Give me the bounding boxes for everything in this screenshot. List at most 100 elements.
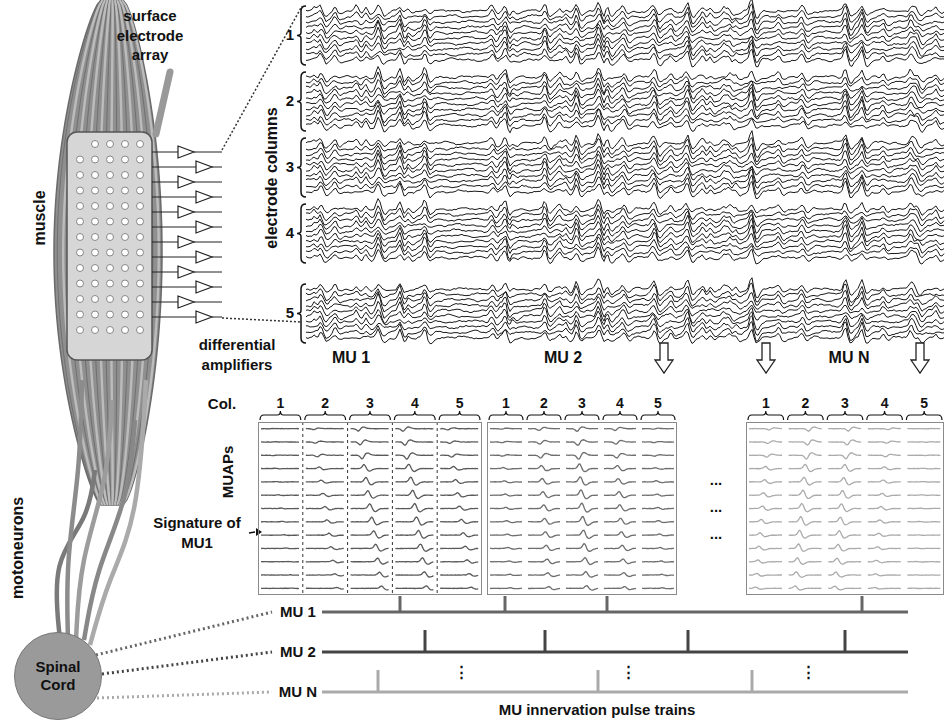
muap-waveform (528, 545, 560, 550)
muap-waveform (261, 441, 299, 443)
electrode (107, 141, 114, 148)
column-number: 4 (881, 394, 889, 412)
electrode (137, 156, 144, 163)
muap-waveform (642, 507, 674, 509)
muap-panel: MU N (746, 422, 944, 595)
column-brace (489, 411, 523, 420)
electrode (122, 280, 129, 287)
muap-waveform (261, 494, 299, 496)
ellipsis: ... (710, 470, 723, 490)
amplifier-wire (152, 257, 196, 258)
muap-waveform (490, 481, 522, 483)
electrode (92, 203, 99, 210)
muap-waveform (395, 453, 433, 459)
muap-waveform (789, 572, 822, 577)
muap-waveform (351, 504, 389, 512)
muap-waveform (395, 440, 433, 445)
pulse-train-line (322, 611, 908, 614)
muap-waveform (395, 572, 433, 577)
muap-waveform (440, 454, 478, 457)
muap-waveform (306, 428, 344, 430)
muap-waveform (351, 491, 389, 498)
muap-waveform (351, 440, 389, 445)
amplifier-wire (152, 152, 178, 153)
muap-waveform (395, 427, 433, 431)
muap-waveform (566, 440, 598, 446)
muap-waveform (642, 442, 674, 443)
muap-waveform (566, 572, 598, 578)
emg-trace (306, 237, 944, 253)
amplifier-wire (194, 152, 222, 153)
muap-waveform (604, 441, 636, 445)
electrode (92, 265, 99, 272)
ellipsis: ⋮ (454, 662, 469, 682)
muap-waveform (907, 441, 940, 443)
muap-waveform (440, 441, 478, 444)
amplifier-symbol (196, 221, 212, 233)
electrode (137, 265, 144, 272)
electrode (107, 234, 114, 241)
column-number: 4 (286, 223, 294, 243)
column-brace (565, 411, 599, 420)
muap-waveform (828, 586, 861, 590)
column-divider (302, 422, 303, 595)
muap-waveform (351, 544, 389, 551)
muap-waveform (604, 454, 636, 458)
electrode (107, 311, 114, 318)
axon-dotted-line (102, 652, 272, 674)
muap-waveform (604, 573, 636, 577)
column-number: 1 (286, 25, 294, 45)
muap-waveform (868, 467, 901, 470)
amplifier-symbol (196, 311, 212, 323)
muap-waveform (828, 427, 861, 431)
muap-waveform (566, 477, 598, 485)
muap-waveform (261, 428, 299, 430)
amplifier-symbol (178, 296, 194, 308)
amplifier-wire (194, 212, 222, 213)
amplifier-symbol (178, 266, 194, 278)
group-brace (297, 284, 306, 343)
muap-waveform (490, 494, 522, 496)
muap-waveform (749, 519, 782, 523)
electrode (77, 327, 84, 334)
muap-waveform (789, 504, 822, 512)
muap-waveform (440, 587, 478, 589)
muap-waveform (749, 466, 782, 470)
muap-waveform (604, 532, 636, 537)
electrode (122, 296, 129, 303)
muap-waveform (566, 427, 598, 431)
electrode (77, 265, 84, 272)
muap-waveform (868, 428, 901, 430)
amplifier-wire (152, 212, 178, 213)
muap-waveform (749, 533, 782, 537)
muap-waveform (828, 491, 861, 499)
muap-waveform (868, 560, 901, 563)
electrode-array (67, 132, 152, 360)
amplifier-symbol (196, 161, 212, 173)
electrode (122, 203, 129, 210)
muap-waveform (395, 517, 433, 525)
part-label: differential amplifiers (191, 335, 283, 374)
muap-waveform (789, 440, 822, 445)
axon-dotted-line (96, 612, 272, 655)
muap-waveform (907, 507, 940, 509)
muap-waveform (907, 587, 940, 589)
muap-waveform (642, 588, 674, 589)
electrode (137, 218, 144, 225)
motoneuron (90, 380, 146, 645)
down-arrow (757, 343, 775, 373)
muap-waveform (828, 544, 861, 551)
column-brace (867, 411, 903, 420)
column-number: 4 (411, 394, 419, 412)
node-label: Spinal Cord (23, 658, 93, 694)
electrode (77, 311, 84, 318)
amplifier-wire (194, 182, 222, 183)
muap-waveform (351, 465, 389, 472)
muap-waveform (907, 534, 940, 536)
panel-title: MU 2 (544, 348, 582, 367)
column-brace (641, 411, 675, 420)
muap-waveform (261, 481, 299, 483)
muap-waveform (440, 493, 478, 497)
electrode (92, 311, 99, 318)
